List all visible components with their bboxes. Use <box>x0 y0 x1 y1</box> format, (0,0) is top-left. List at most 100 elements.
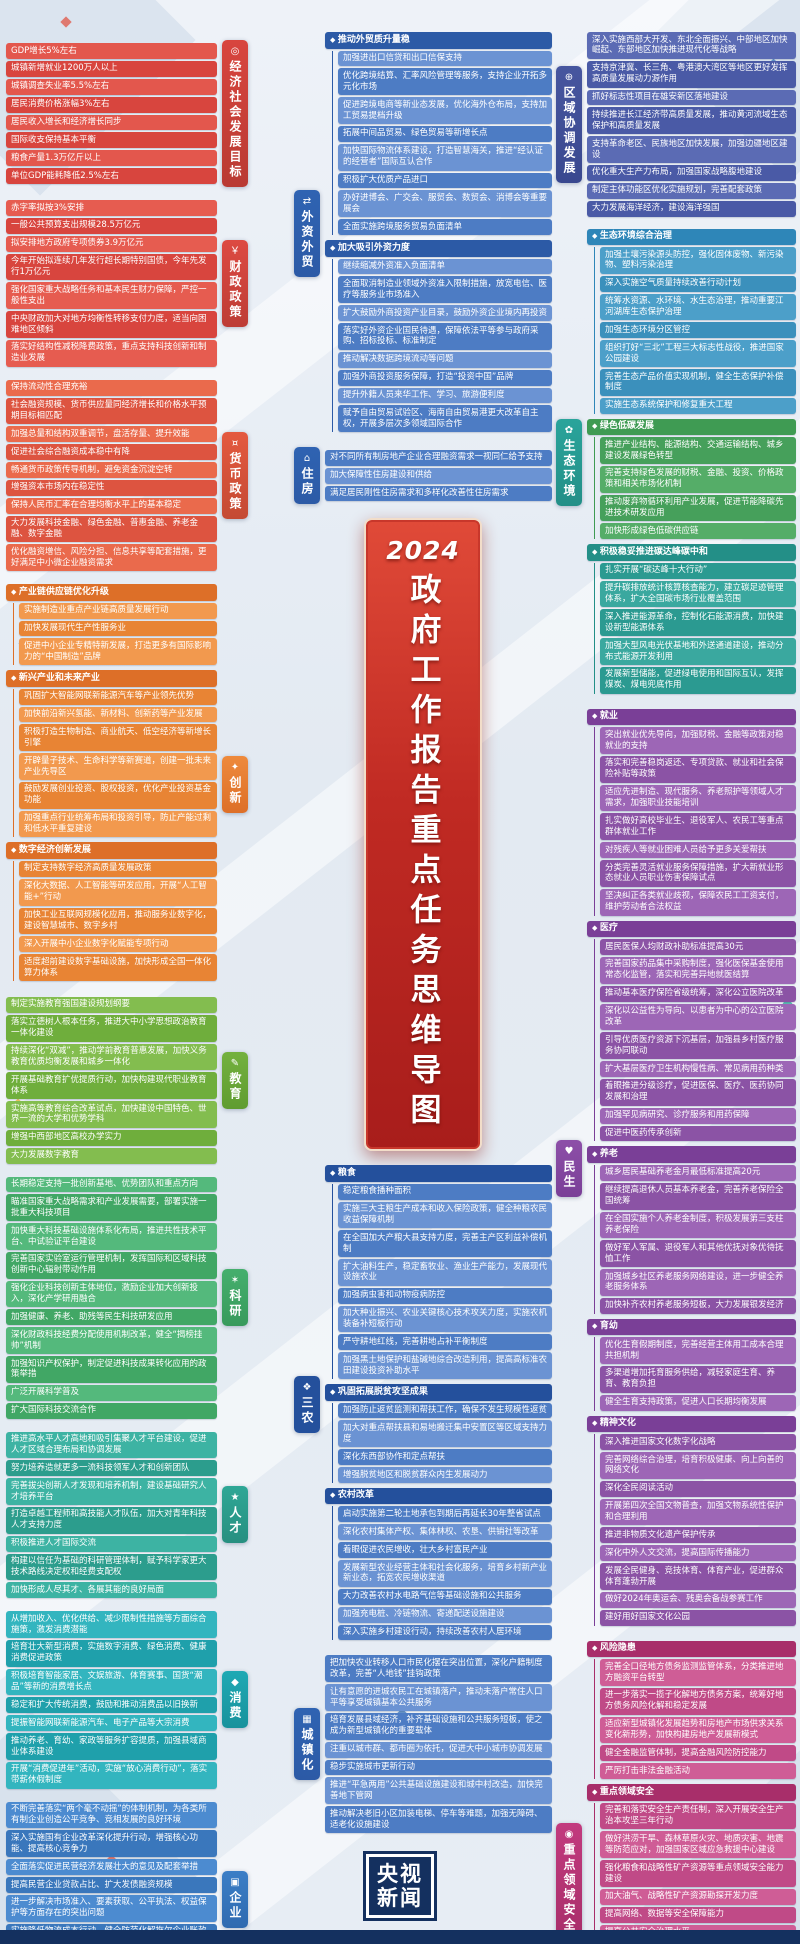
task-item: 实施制造业重点产业链高质量发展行动 <box>19 602 217 619</box>
task-item: 实施三大主粮生产成本和收入保险政策，健全种粮农民收益保障机制 <box>338 1201 552 1229</box>
task-item: 支持革命老区、民族地区加快发展，加强边疆地区建设 <box>587 136 796 163</box>
task-item: 落实立德树人根本任务，推进大中小学思想政治教育一体化建设 <box>6 1014 217 1042</box>
task-item: 加强防止返贫监测和帮扶工作，确保不发生规模性返贫 <box>338 1402 552 1419</box>
task-item: 优化重大生产力布局，加强国家战略腹地建设 <box>587 164 796 181</box>
branch-ecology: ✿生态环境生态环境综合治理加强土壤污染源头防控，强化固体废物、新污染物、塑料污染… <box>556 228 796 697</box>
middle-top-branches: ⇄外资外贸推动外贸质升量稳加强进出口信贷和出口信保支持优化跨境结算、汇率风险管理… <box>294 32 552 505</box>
branch-label-text: 教育 <box>228 1071 242 1102</box>
task-item: 提升外籍人员来华工作、学习、旅游便利度 <box>338 387 552 404</box>
branch-label-text: 经济社会发展目标 <box>228 60 242 180</box>
starburst-icon: ✶ <box>230 1275 240 1287</box>
task-item: 大力发展海洋经济，建设海洋强国 <box>587 200 796 217</box>
task-item: 进一步解决市场准入、要素获取、公平执法、权益保护等方面存在的突出问题 <box>6 1894 217 1922</box>
group-items: 突出就业优先导向，加强财税、金融等政策对稳就业的支持落实和完善稳岗返还、专项贷款… <box>594 727 796 916</box>
task-item: 推动养老、育幼、家政等服务扩容提质，加强县域商业体系建设 <box>6 1733 217 1760</box>
branch-items: 产业链供应链优化升级实施制造业重点产业链高质量发展行动加快发展现代生产性服务业促… <box>6 584 217 984</box>
task-item: 努力培养造就更多一流科技领军人才和创新团队 <box>6 1460 217 1477</box>
task-item: 对不同所有制房地产企业合理融资需求一视同仁给予支持 <box>325 449 552 466</box>
task-item: 加大种业振兴、农业关键核心技术攻关力度，实施农机装备补短板行动 <box>338 1305 552 1333</box>
task-item: 增强中西部地区高校办学实力 <box>6 1129 217 1146</box>
task-item: 扩大鼓励外商投资产业目录，鼓励外资企业境内再投资 <box>338 305 552 322</box>
task-item: 畅通货币政策传导机制，避免资金沉淀空转 <box>6 462 217 478</box>
branch-label-agriculture: ❖三农 <box>294 1375 320 1433</box>
task-item: 打造卓越工程师和高技能人才队伍，加大对青年科技人才支持力度 <box>6 1506 217 1534</box>
task-item: 完善生态产品价值实现机制，健全生态保护补偿制度 <box>600 369 796 396</box>
task-item: 进一步落实一揽子化解地方债务方案，统筹好地方债务风险化解和稳定发展 <box>600 1687 796 1715</box>
branch-label-education: ✎教育 <box>222 1051 248 1109</box>
branch-label-text: 城镇化 <box>300 1728 314 1774</box>
task-item: 开展“消费促进年”活动，实施“放心消费行动”，落实带薪休假制度 <box>6 1761 217 1789</box>
branch-label-text: 货币政策 <box>228 451 242 512</box>
task-item: 构建以信任为基础的科研管理体制，赋予科学家更大技术路线决定权和经费支配权 <box>6 1553 217 1581</box>
task-item: 稳步实施城市更新行动 <box>325 1759 552 1776</box>
branch-talent: 推进高水平人才高地和吸引集聚人才平台建设，促进人才区域合理布局和协调发展努力培养… <box>6 1431 248 1599</box>
group-items: 扎实开展“碳达峰十大行动”提升碳排放统计核算核查能力，建立碳足迹管理体系，扩大全… <box>594 562 796 694</box>
task-item: 大力发展数字教育 <box>6 1147 217 1164</box>
target-icon: ◎ <box>230 46 240 57</box>
task-item: 深化大数据、人工智能等研发应用，开展“人工智能+”行动 <box>19 878 217 906</box>
task-item: 适应新型城镇化发展趋势和房地产市场供求关系变化新形势，加快构建房地产发展新模式 <box>600 1716 796 1744</box>
task-item: 粮食产量1.3万亿斤以上 <box>6 150 217 167</box>
right-branch-column: ⊕区域协调发展深入实施西部大开发、东北全面振兴、中部地区加快崛起、东部地区加快推… <box>556 32 796 1944</box>
branch-items: 对不同所有制房地产企业合理融资需求一视同仁给予支持加大保障性住房建设和供给满足居… <box>325 449 552 502</box>
group-items: 推进产业结构、能源结构、交通运输结构、城乡建设发展绿色转型完善支持绿色发展的财税… <box>594 437 796 540</box>
task-item: 今年开始拟连续几年发行超长期特别国债，今年先发行1万亿元 <box>6 253 217 281</box>
branch-items: 保持流动性合理充裕社会融资规模、货币供应量同经济增长和价格水平预期目标相匹配加强… <box>6 379 217 572</box>
task-item: 开展第四次全国文物普查，加强文物系统性保护和合理利用 <box>600 1498 796 1526</box>
group-items: 巩固扩大智能网联新能源汽车等产业领先优势加快前沿新兴氢能、新材料、创新药等产业发… <box>13 688 217 838</box>
task-item: 培育发展县域经济，补齐基础设施和公共服务短板，使之成为新型城镇化的重要载体 <box>325 1712 552 1740</box>
group-items: 深入推进国家文化数字化战略完善网络综合治理，培育积极健康、向上向善的网络文化深化… <box>594 1434 796 1626</box>
task-item: 健全金融监管体制，提高金融风险防控能力 <box>600 1745 796 1762</box>
branch-label-text: 生态环境 <box>562 439 576 500</box>
middle-branch-column: ⇄外资外贸推动外贸质升量稳加强进出口信贷和出口信保支持优化跨境结算、汇率风险管理… <box>294 32 552 1833</box>
task-item: 完善支持绿色发展的财税、金融、投资、价格政策和相关市场化机制 <box>600 465 796 493</box>
building-icon: ▣ <box>230 1876 240 1888</box>
task-item: 分类完善灵活就业服务保障措施，扩大新就业形态就业人员职业伤害保障试点 <box>600 860 796 887</box>
task-item: 落实好结构性减税降费政策，重点支持科技创新和制造业发展 <box>6 339 217 367</box>
branch-label-monetary-policy: ¤货币政策 <box>222 431 248 519</box>
task-item: 加强城乡社区养老服务网络建设，进一步健全养老服务体系 <box>600 1269 796 1296</box>
branch-innovation: 产业链供应链优化升级实施制造业重点产业链高质量发展行动加快发展现代生产性服务业促… <box>6 584 248 984</box>
task-item: 加强重点行业统筹布局和投资引导，防止产能过剩和低水平重复建设 <box>19 810 217 838</box>
task-item: 加快发展现代生产性服务业 <box>19 620 217 637</box>
task-item: 扎实开展“碳达峰十大行动” <box>600 562 796 579</box>
task-item: 加强病虫害和动物疫病防控 <box>338 1287 552 1304</box>
task-item: 把加快农业转移人口市民化摆在突出位置，深化户籍制度改革，完善“人地钱”挂钩政策 <box>325 1655 552 1683</box>
city-grid-icon: ▦ <box>302 1714 312 1726</box>
branch-label-text: 重点领域安全 <box>562 1843 576 1934</box>
task-item: 持续深化“双减”，推动学前教育普惠发展，加快义务教育优质均衡发展和城乡一体化 <box>6 1043 217 1071</box>
branch-label-text: 外资外贸 <box>300 210 314 271</box>
task-item: 深入开展中小企业数字化赋能专项行动 <box>19 936 217 953</box>
task-item: 国际收支保持基本平衡 <box>6 132 217 149</box>
task-item: GDP增长5%左右 <box>6 43 217 59</box>
task-item: 促进中小企业专精特新发展，打造更多有国际影响力的“中国制造”品牌 <box>19 638 217 666</box>
branch-label-urbanization: ▦ 城镇化 <box>294 1708 320 1781</box>
task-item: 发展新型农业经营主体和社会化服务，培育乡村新产业新业态，拓宽农民增收渠道 <box>338 1560 552 1587</box>
task-item: 加快重大科技基础设施体系化布局，推进共性技术平台、中试验证平台建设 <box>6 1223 217 1250</box>
task-item: 加强黑土地保护和盐碱地综合改造利用，提高高标准农田建设投资补助水平 <box>338 1352 552 1380</box>
group-header: 积极稳妥推进碳达峰碳中和 <box>587 544 796 561</box>
task-item: 加强总量和结构双重调节，盘活存量、提升效能 <box>6 426 217 443</box>
branch-monetary-policy: 保持流动性合理充裕社会融资规模、货币供应量同经济增长和价格水平预期目标相匹配加强… <box>6 379 248 572</box>
branch-label-text: 三农 <box>300 1395 314 1426</box>
task-item: 在全国加大产粮大县支持力度，完善主产区利益补偿机制 <box>338 1230 552 1258</box>
map-icon: ⊕ <box>564 71 574 83</box>
branch-key-security: ◉重点领域安全风险隐患完善全口径地方债务监测监管体系，分类推进地方融资平台转型进… <box>556 1640 796 1944</box>
task-item: 多渠道增加托育服务供给，减轻家庭生育、养育、教育负担 <box>600 1365 796 1393</box>
group-header: 农村改革 <box>325 1487 552 1505</box>
task-item: 做好军人军属、退役军人和其他优抚对象优待抚恤工作 <box>600 1240 796 1268</box>
task-item: 在全国实施个人养老金制度，积极发展第三支柱养老保险 <box>600 1211 796 1239</box>
group-header: 养老 <box>587 1146 796 1163</box>
group-header: 粮食 <box>325 1165 552 1182</box>
branch-items: 粮食稳定粮食播种面积实施三大主粮生产成本和收入保险政策，健全种粮农民收益保障机制… <box>325 1165 552 1643</box>
task-item: 瞄准国家重大战略需求和产业发展需要，部署实施一批重大科技项目 <box>6 1194 217 1222</box>
task-item: 加强健康、养老、助残等民生科技研发应用 <box>6 1309 217 1326</box>
branch-label-foreign-trade: ⇄外资外贸 <box>294 190 320 278</box>
task-item: 优化融资增信、风险分担、信息共享等配套措施，更好满足中小微企业融资需求 <box>6 544 217 572</box>
task-item: 建好用好国家文化公园 <box>600 1609 796 1626</box>
task-item: 强化企业科技创新主体地位，激励企业加大创新投入，深化产学研用融合 <box>6 1280 217 1308</box>
task-item: 制定主体功能区优化实施规划，完善配套政策 <box>587 182 796 199</box>
branch-items: 风险隐患完善全口径地方债务监测监管体系，分类推进地方融资平台转型进一步落实一揽子… <box>587 1640 796 1944</box>
heart-icon: ♥ <box>564 1146 574 1158</box>
task-item: 大力改善农村水电路气信等基础设施和公共服务 <box>338 1588 552 1605</box>
